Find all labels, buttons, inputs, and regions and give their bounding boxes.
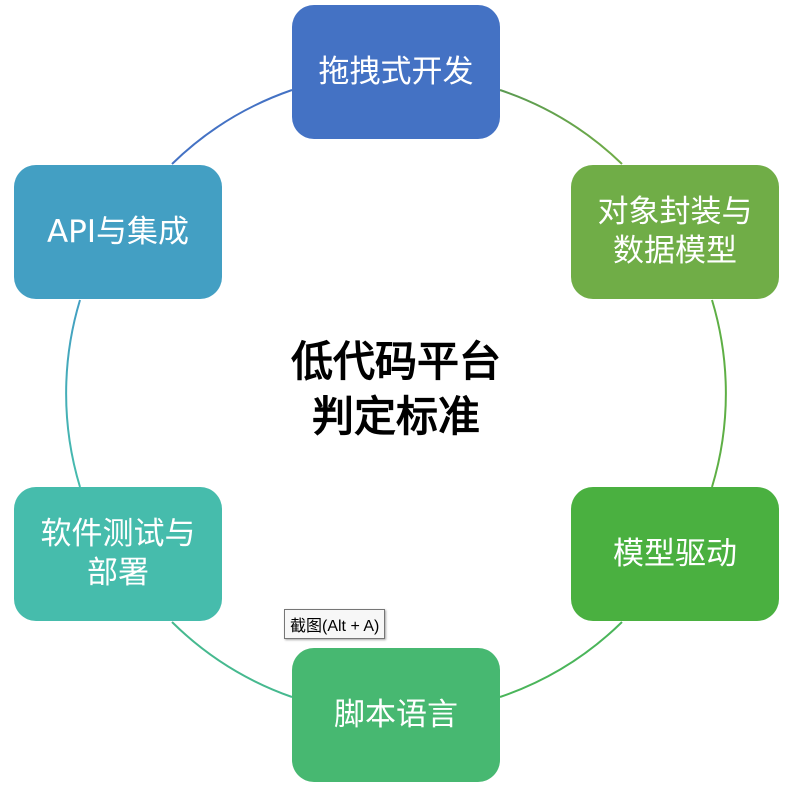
node-api-integration: API与集成 — [14, 165, 222, 299]
node-scripting-language: 脚本语言 — [292, 648, 500, 782]
connector-arc — [499, 89, 623, 165]
screenshot-tooltip: 截图(Alt + A) — [284, 609, 386, 639]
connector-arc — [171, 89, 293, 165]
node-testing-deployment: 软件测试与 部署 — [14, 487, 222, 621]
connector-arc — [171, 621, 293, 698]
connector-arc — [711, 299, 727, 488]
connector-arc — [499, 621, 623, 698]
node-drag-drop-development: 拖拽式开发 — [292, 5, 500, 139]
node-object-encapsulation-data-model: 对象封装与 数据模型 — [571, 165, 779, 299]
node-model-driven: 模型驱动 — [571, 487, 779, 621]
center-title: 低代码平台 判定标准 — [290, 337, 501, 441]
connector-arc — [65, 299, 81, 488]
